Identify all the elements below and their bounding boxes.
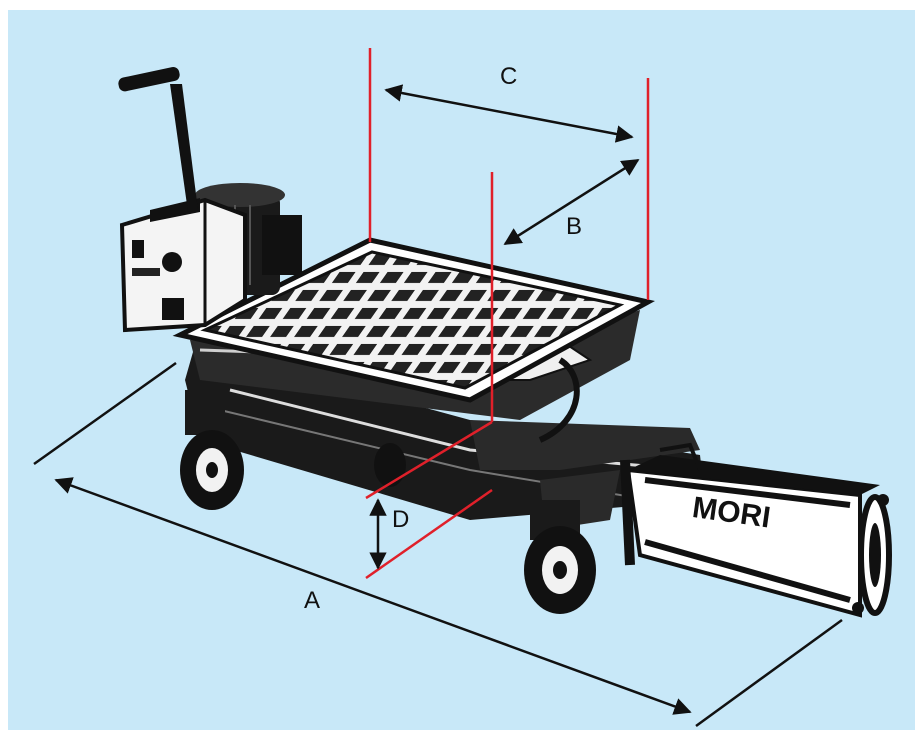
arrow-a: [54, 477, 692, 715]
outlet-arm: [470, 420, 700, 470]
arrow-c: [384, 84, 634, 143]
dimension-label-c: C: [500, 63, 517, 90]
dimension-arrows: [33, 84, 843, 728]
mortar-pump-machine: MORI: [118, 67, 892, 618]
dimension-label-a: A: [304, 587, 320, 614]
dimension-label-b: B: [566, 213, 582, 240]
extension-a-left: [33, 361, 177, 466]
dimension-label-d: D: [392, 506, 409, 533]
control-box: [119, 197, 247, 333]
grate-mesh: [200, 250, 625, 390]
handle: [118, 67, 198, 212]
extension-a-right: [695, 618, 843, 728]
hose: [538, 357, 580, 443]
arrow-b: [503, 158, 640, 246]
